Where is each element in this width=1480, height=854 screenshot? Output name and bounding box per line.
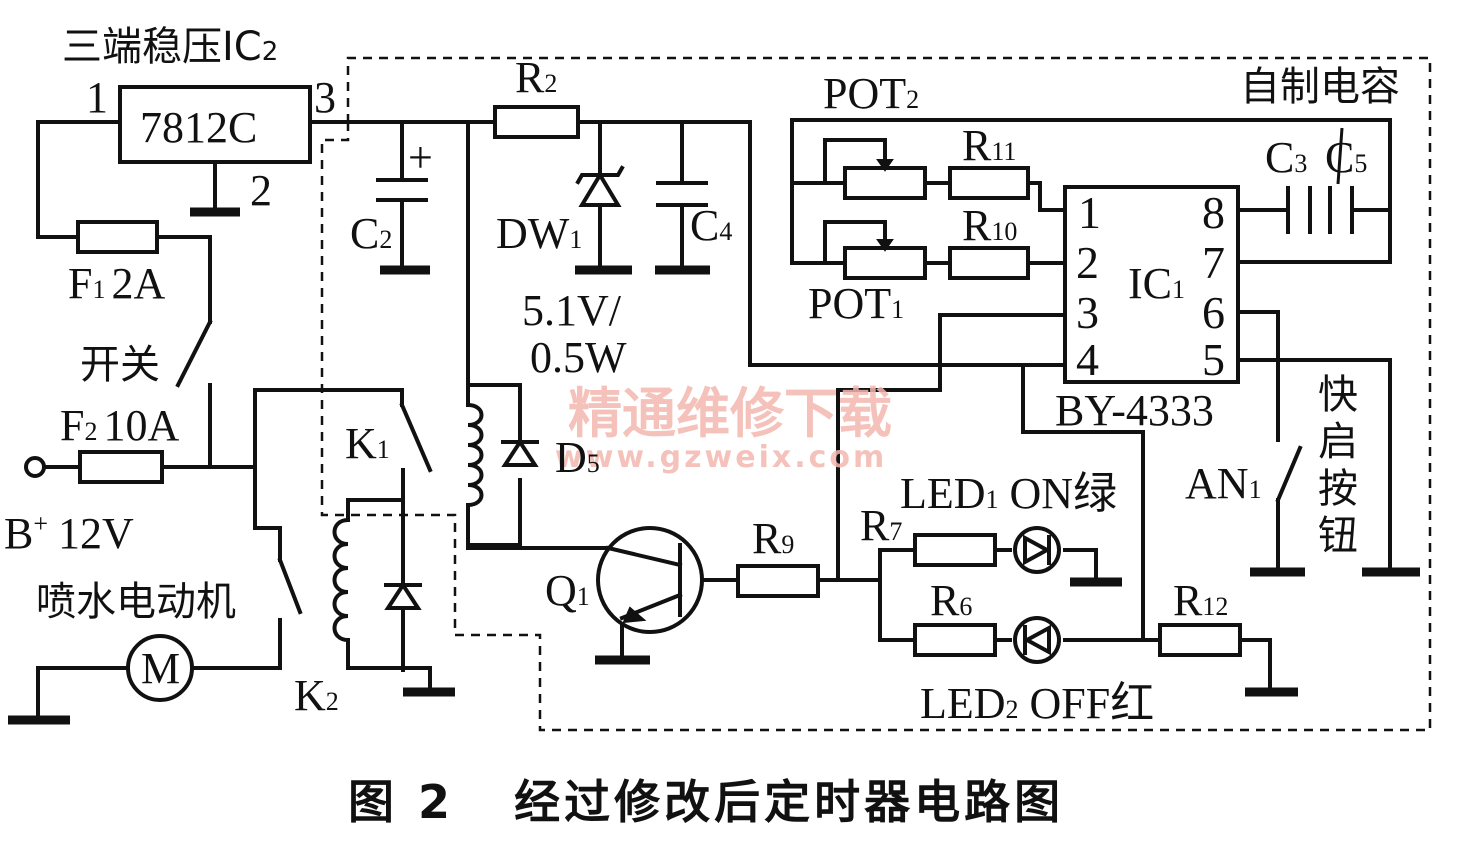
k1-label: K1 [345,419,390,468]
transistor-q1 [596,526,704,634]
pot2 [843,166,927,200]
r6-label: R6 [930,576,972,625]
zener-dw1 [578,171,622,207]
led2-label: LED2 OFF红 [920,679,1154,728]
resistor-r2 [493,105,580,139]
r10-label: R10 [962,201,1017,250]
ic2-title: 三端稳压IC2 [62,24,278,70]
r11-label: R11 [962,121,1016,170]
resistor-r9 [736,564,820,598]
dw1-rating-1: 5.1V/ [522,286,622,335]
ic2-pin2: 2 [250,166,272,215]
ic1-label: IC1 [1128,259,1185,308]
bplus-terminal [24,456,46,478]
an1-switch [1275,445,1303,503]
quick-button-char-3: 按 [1318,466,1358,512]
wires [36,118,1392,720]
resistor-r6 [913,623,997,657]
c2-label: C2 [350,209,392,258]
ic2-pin3: 3 [314,73,336,122]
ic1-pin2: 2 [1076,237,1099,288]
c2-plus: + [408,133,433,182]
d5-label: D5 [555,433,600,482]
ic2-pin1: 1 [86,73,108,122]
pot2-label: POT2 [823,69,919,118]
ic1-pin7: 7 [1202,237,1225,288]
quick-button-char-2: 启 [1318,419,1358,465]
diode-d5 [501,438,539,467]
k2-contact [277,557,303,615]
motor [126,634,194,702]
dashed-links [320,56,1432,732]
k2-diode [384,581,422,610]
an1-label: AN1 [1185,459,1262,508]
motor-label: 喷水电动机 [36,579,236,625]
fuse-f2 [78,450,164,484]
switch-lever [175,319,213,388]
ic1-pin3: 3 [1076,287,1099,338]
r7-label: R7 [860,501,902,550]
resistor-r10 [948,246,1030,280]
dw1-rating-2: 0.5W [530,333,627,382]
c3-label: C3 [1265,133,1307,182]
k1-coil [465,402,484,508]
quick-button-char-4: 钮 [1318,513,1358,559]
ic1-chip [1063,185,1240,384]
c4-label: C4 [690,201,732,250]
ic1-part: BY-4333 [1055,386,1214,435]
fuse-f1 [76,220,159,254]
q1-label: Q1 [545,566,590,615]
figure-caption: 图 2 经过修改后定时器电路图 [348,775,1064,829]
k2-coil [332,517,351,643]
quick-button-char-1: 快 [1318,372,1358,418]
r2-label: R2 [515,53,557,102]
pot1 [843,246,927,280]
led1-label: LED1 ON绿 [900,469,1117,518]
ic2-regulator [118,85,312,164]
ic1-pin8: 8 [1202,187,1225,238]
ic1-pin1: 1 [1078,187,1101,238]
watermark-url: www.gzweix.com [555,440,887,475]
watermark-cn: 精通维修下载 [568,382,892,445]
r12-label: R12 [1173,576,1228,625]
ic1-pin5: 5 [1202,334,1225,385]
dw1-label: DW1 [496,209,582,258]
switch-label: 开关 [80,342,160,388]
ic1-pin6: 6 [1202,287,1225,338]
c5-label: C5 [1325,133,1367,182]
k2-label: K2 [294,671,339,720]
ic2-part: 7812C [140,103,257,152]
pot1-label: POT1 [808,279,904,328]
k1-contact [399,402,433,473]
bplus-label: B+12V [4,509,134,558]
self-cap-label: 自制电容 [1240,64,1400,110]
resistor-r12 [1158,623,1242,657]
resistor-r7 [913,533,997,567]
resistor-r11 [948,166,1030,200]
ic1-pin4: 4 [1076,334,1099,385]
motor-symbol: M [141,644,180,693]
r9-label: R9 [752,514,794,563]
